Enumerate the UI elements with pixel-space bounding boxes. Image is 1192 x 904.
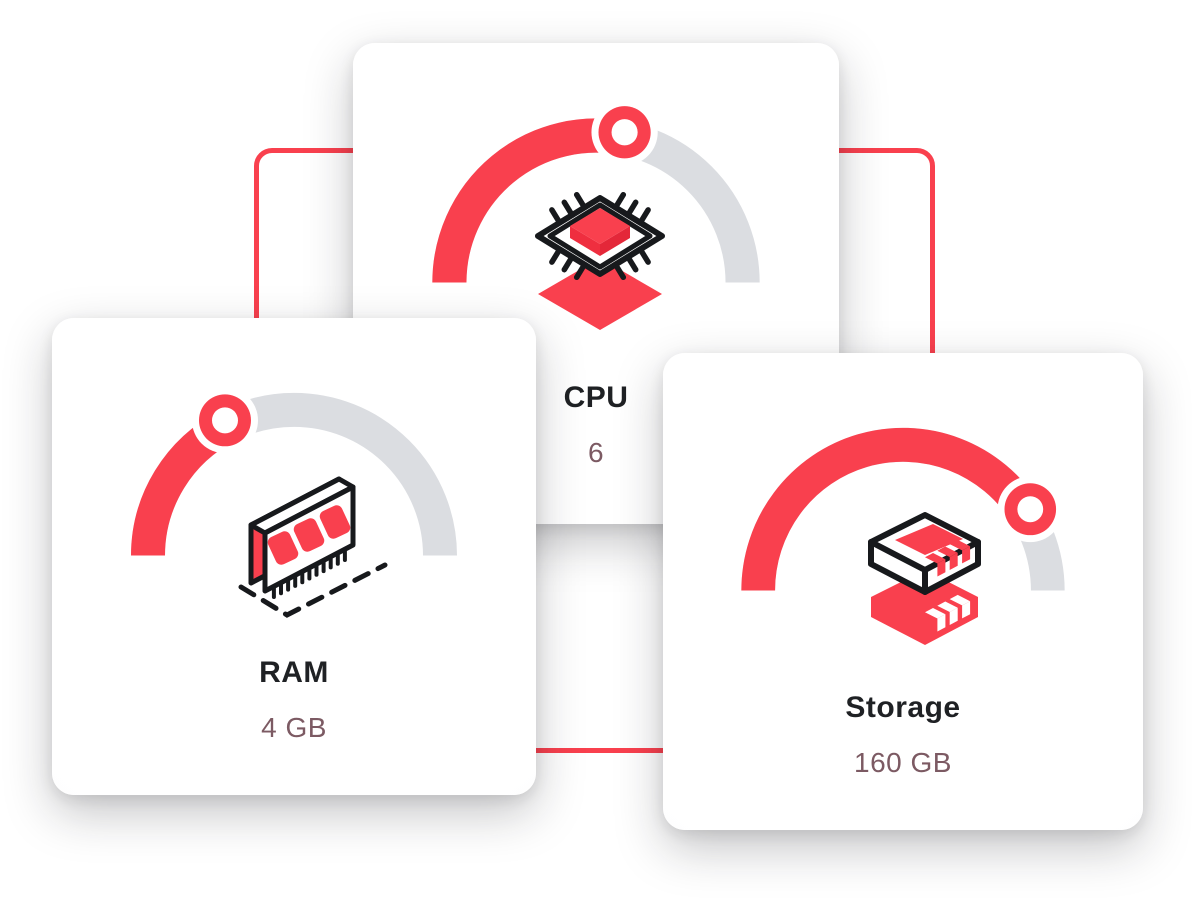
storage-value: 160 GB (854, 747, 952, 778)
storage-title: Storage (845, 691, 961, 724)
cpu-value: 6 (587, 437, 605, 468)
gauge-knob-hole (611, 119, 638, 146)
gauge-knob-hole (1017, 496, 1044, 523)
ram-value: 4 GB (261, 712, 327, 743)
cpu-gauge (432, 99, 760, 283)
storage-top-label (895, 524, 963, 555)
ram-card: RAM 4 GB (52, 318, 536, 795)
ram-chips (267, 505, 351, 565)
gauge-progress (432, 118, 627, 283)
ram-ground-dashes (238, 562, 388, 618)
cpu-pins (549, 191, 651, 281)
storage-icon (868, 512, 981, 645)
ram-contact-pins (271, 547, 347, 599)
storage-base-pins (925, 594, 971, 632)
cpu-icon (535, 191, 665, 330)
storage-gauge (741, 427, 1065, 591)
ram-icon (238, 476, 388, 618)
ram-title: RAM (259, 656, 329, 689)
gauge-progress (741, 427, 1040, 591)
storage-card: Storage 160 GB (663, 353, 1143, 830)
storage-top-pins (925, 539, 971, 577)
ram-gauge (131, 387, 457, 556)
cpu-title: CPU (563, 381, 629, 414)
gauge-knob-hole (211, 407, 238, 434)
